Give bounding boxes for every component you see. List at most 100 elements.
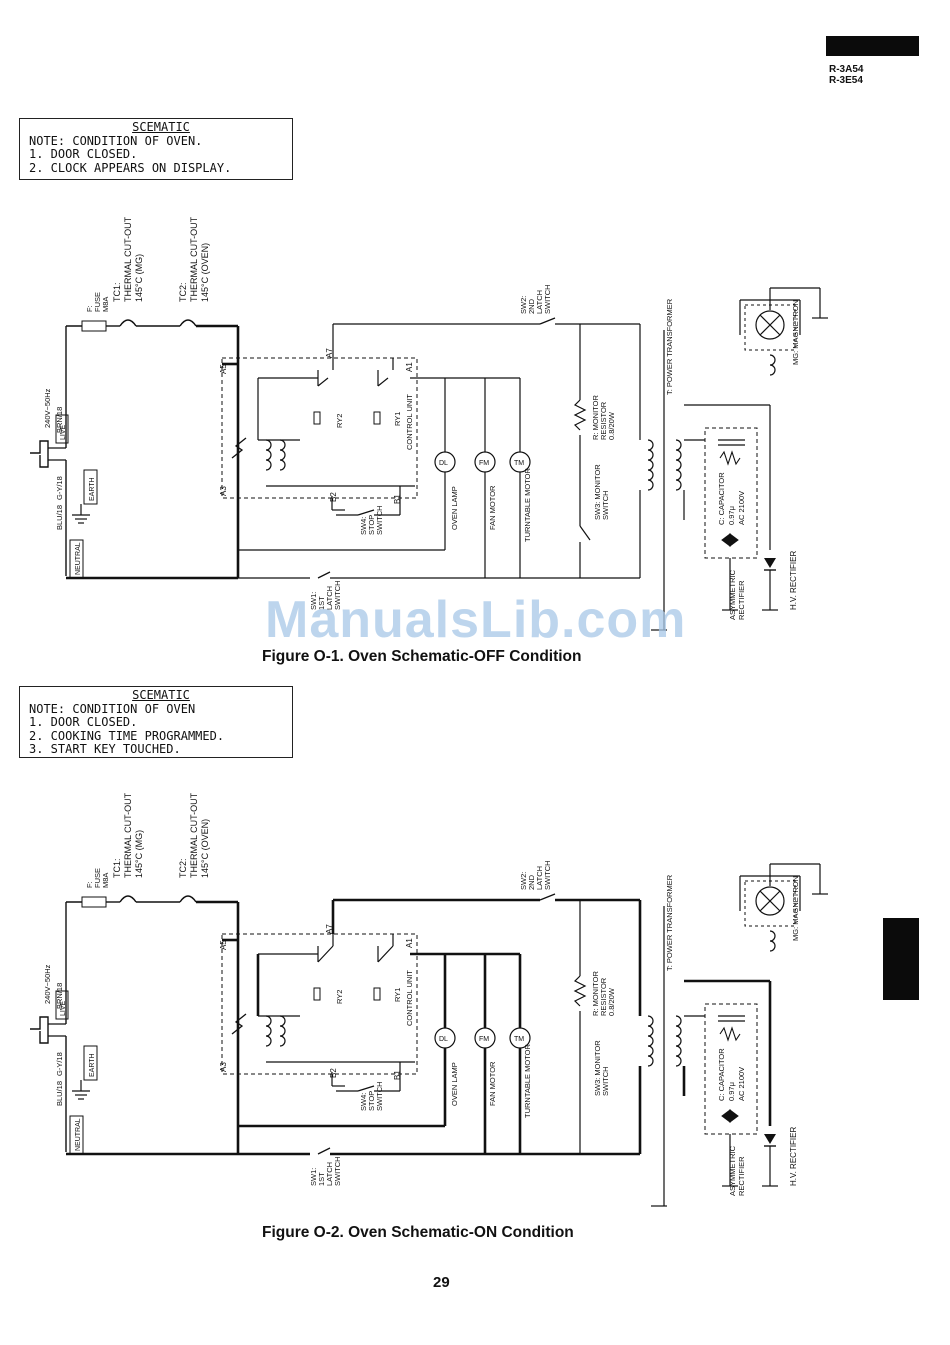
tc2-label: 145°C (OVEN) bbox=[200, 819, 210, 878]
transformer-primary bbox=[647, 1015, 654, 1067]
live-tag bbox=[55, 990, 69, 1020]
live-wire-label: BRN/18 bbox=[55, 983, 64, 1009]
note-line: 3. START KEY TOUCHED. bbox=[29, 742, 181, 756]
capacitor-label: C: CAPACITOR bbox=[717, 1048, 726, 1101]
sw2-label: SW2: bbox=[519, 872, 528, 890]
terminal-a3: A3 bbox=[219, 486, 228, 496]
live-tag bbox=[55, 414, 69, 444]
filament-choke bbox=[769, 930, 776, 952]
fuse-label: FUSE bbox=[93, 868, 102, 888]
tc1-label: 145°C (MG) bbox=[134, 254, 144, 302]
live-label: LIVE bbox=[60, 1000, 67, 1016]
neutral-label: NEUTRAL bbox=[75, 542, 82, 575]
monitor-resistor-label: 0.8/20W bbox=[607, 411, 616, 440]
relay-coil bbox=[265, 1015, 272, 1047]
sw4-label: STOP bbox=[367, 515, 376, 535]
terminal-a5: A5 bbox=[219, 940, 228, 950]
sw2-latch-switch bbox=[539, 893, 556, 901]
ry2-coil bbox=[313, 411, 321, 425]
note-line: 1. DOOR CLOSED. bbox=[29, 147, 138, 161]
page-number: 29 bbox=[433, 1274, 450, 1291]
earth-tag bbox=[83, 1045, 98, 1081]
note-title: SCEMATIC bbox=[132, 688, 190, 702]
fuse-label: F: bbox=[85, 305, 94, 312]
sw4-stop-switch bbox=[357, 1085, 375, 1092]
neutral-wire-label: BLU/18 bbox=[55, 1081, 64, 1106]
capacitor-label: AC 2100V bbox=[737, 491, 746, 525]
plug-icon bbox=[30, 440, 49, 468]
sw4-stop-switch bbox=[357, 509, 375, 516]
monitor-resistor-label: 0.8/20W bbox=[607, 987, 616, 1016]
figure-caption: Figure O-2. Oven Schematic-ON Condition bbox=[262, 1224, 574, 1241]
monitor-switch-label: SW3: MONITOR bbox=[593, 1040, 602, 1096]
earth-tag bbox=[83, 469, 98, 505]
sw1-latch-switch bbox=[317, 571, 331, 579]
thermal-cutout-tc1 bbox=[119, 895, 137, 903]
fuse bbox=[81, 320, 107, 332]
tc2-label: THERMAL CUT-OUT bbox=[189, 792, 199, 878]
filament-choke bbox=[769, 354, 776, 376]
plug-icon bbox=[30, 1016, 49, 1044]
fuse-label: FUSE bbox=[93, 292, 102, 312]
power-transformer-label: T: POWER TRANSFORMER bbox=[665, 298, 674, 395]
supply-voltage-label: 240V~50Hz bbox=[43, 964, 52, 1004]
section-tab-top bbox=[826, 36, 919, 56]
thermal-cutout-tc1 bbox=[119, 319, 137, 327]
capacitor-label: 0.97μ bbox=[727, 1082, 736, 1101]
oven-lamp-label: OVEN LAMP bbox=[450, 1062, 459, 1106]
turntable-motor-label: TURNTABLE MOTOR bbox=[523, 468, 532, 542]
sw4-label: SW4: bbox=[359, 1093, 368, 1111]
relay-ry1-label: RY1 bbox=[393, 988, 402, 1002]
terminal-a1: A1 bbox=[405, 362, 414, 372]
monitor-switch-label: SWITCH bbox=[601, 490, 610, 520]
sw2-label: LATCH bbox=[535, 290, 544, 314]
sw1-label: 1ST bbox=[317, 596, 326, 610]
asymmetric-rectifier bbox=[721, 1109, 739, 1123]
relay-ry1-contact bbox=[377, 945, 394, 963]
sw1-label: 1ST bbox=[317, 1172, 326, 1186]
ry1-coil bbox=[373, 411, 381, 425]
schematic-note-box: SCEMATIC NOTE: CONDITION OF OVEN. 1. DOO… bbox=[19, 118, 293, 180]
thermal-cutout-tc2 bbox=[179, 895, 197, 903]
monitor-resistor-label: RESISTOR bbox=[599, 977, 608, 1016]
sw1-label: SWITCH bbox=[333, 580, 342, 610]
relay-ry2-contact bbox=[317, 377, 329, 387]
oven-lamp-label: OVEN LAMP bbox=[450, 486, 459, 530]
tc2-label: THERMAL CUT-OUT bbox=[189, 216, 199, 302]
relay-ry2-contact bbox=[317, 945, 334, 963]
control-unit-label: CONTROL UNIT bbox=[405, 970, 414, 1026]
terminal-b2: B2 bbox=[329, 1068, 338, 1078]
earth-label: EARTH bbox=[89, 477, 96, 501]
fuse-label: M8A bbox=[101, 873, 110, 888]
fan-motor-code: FM bbox=[479, 460, 489, 467]
sw2-label: 2ND bbox=[527, 298, 536, 314]
sw1-label: LATCH bbox=[325, 586, 334, 610]
capacitor-label: AC 2100V bbox=[737, 1067, 746, 1101]
monitor-resistor bbox=[573, 399, 587, 431]
transformer-primary bbox=[647, 439, 654, 491]
sw2-label: SWITCH bbox=[543, 284, 552, 314]
hv-rectifier-label: H.V. RECTIFIER bbox=[789, 551, 798, 610]
fuse bbox=[81, 896, 107, 908]
oven-lamp-code: DL bbox=[439, 1036, 448, 1043]
sw1-label: SW1: bbox=[309, 592, 318, 610]
watermark: ManualsLib.com bbox=[265, 591, 687, 649]
transformer-secondary bbox=[675, 439, 682, 491]
terminal-b1: B1 bbox=[393, 494, 402, 504]
relay-ry1-contact bbox=[377, 377, 389, 387]
figure-caption: Figure O-1. Oven Schematic-OFF Condition bbox=[262, 648, 582, 665]
hv-rectifier bbox=[764, 558, 776, 568]
relay-coil bbox=[265, 439, 272, 471]
sw2-label: 2ND bbox=[527, 874, 536, 890]
control-unit-box bbox=[221, 357, 418, 499]
power-relay-symbol bbox=[231, 437, 247, 459]
fuse-label: F: bbox=[85, 881, 94, 888]
tc2-label: 145°C (OVEN) bbox=[200, 243, 210, 302]
fuse-label: M8A bbox=[101, 297, 110, 312]
tc1-label: THERMAL CUT-OUT bbox=[123, 792, 133, 878]
fan-motor-code: FM bbox=[479, 1036, 489, 1043]
sw4-label: SWITCH bbox=[375, 1081, 384, 1111]
transformer-secondary bbox=[675, 1015, 682, 1067]
ry2-coil bbox=[313, 987, 321, 1001]
